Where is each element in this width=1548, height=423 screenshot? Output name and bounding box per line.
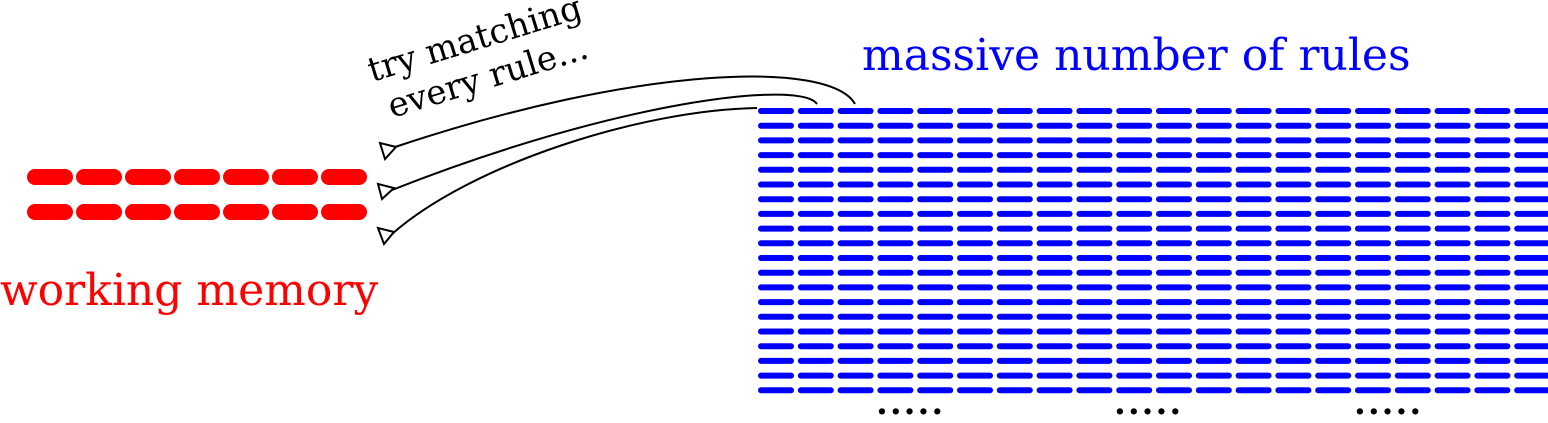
arrowhead-2	[376, 182, 397, 201]
arrowhead-3	[376, 226, 396, 246]
arrow-curve-3	[391, 107, 758, 235]
ellipsis-2: ·····	[1114, 392, 1183, 423]
rules-grid	[758, 108, 1548, 394]
arrowhead-1	[378, 141, 398, 161]
ellipsis-3: ·····	[1354, 392, 1423, 423]
arrow-curve-1	[394, 75, 856, 148]
ellipsis-1: ·····	[876, 392, 945, 423]
working-memory-label: working memory	[0, 265, 378, 316]
arrowheads	[376, 141, 398, 246]
arrow-curve-2	[391, 93, 818, 191]
working-memory-dashes	[27, 169, 367, 220]
matching-arrows	[391, 75, 856, 235]
rules-title: massive number of rules	[862, 30, 1411, 81]
